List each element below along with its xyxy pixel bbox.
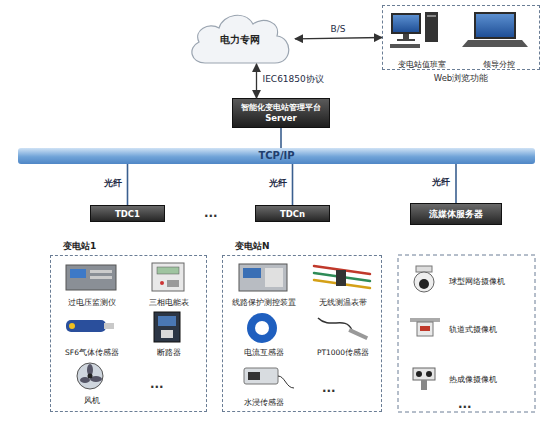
node-text: TDCn xyxy=(280,209,305,219)
edge-label: 光纤 xyxy=(104,178,122,189)
device-icon xyxy=(66,265,116,290)
connector xyxy=(295,38,382,39)
protection-icon xyxy=(239,264,287,291)
rack-device: 流媒体服务器 xyxy=(410,203,502,225)
field-device: PT1000传感器 xyxy=(305,311,381,357)
node-text: 水浸传感器 xyxy=(220,398,308,407)
laptop-icon xyxy=(462,12,528,47)
rack-device: TDC1 xyxy=(90,205,165,222)
node-text: PT1000传感器 xyxy=(299,348,387,357)
strap-icon xyxy=(314,266,370,288)
connector xyxy=(455,164,457,203)
node-text: Web浏览功能 xyxy=(383,73,539,84)
field-device: 三相电能表 xyxy=(133,263,205,307)
dome-camera-icon xyxy=(414,266,434,292)
node-text: 电力专网 xyxy=(185,34,295,46)
ct-icon xyxy=(247,313,277,343)
thermal-camera-icon xyxy=(413,368,435,390)
node-text: 断路器 xyxy=(127,348,211,357)
edge-label: IEC61850协议 xyxy=(263,74,324,85)
edge-label: 光纤 xyxy=(269,178,287,189)
desktop-icon xyxy=(390,12,438,48)
field-device: 断路器 xyxy=(133,311,205,357)
node-text: 风机 xyxy=(50,396,134,405)
connector xyxy=(127,164,129,205)
rack-device: TDCn xyxy=(255,205,330,222)
server-box: 智能化变电站管理平台Server xyxy=(232,98,330,128)
camera-device: 球型网络摄像机 xyxy=(405,262,533,302)
dashed-group xyxy=(398,255,535,412)
camera-device: 轨道式摄像机 xyxy=(405,312,533,348)
gas-sensor-icon xyxy=(66,320,114,332)
terminal-device: 领导分控 xyxy=(461,9,537,69)
connector xyxy=(292,164,294,205)
camera-device: 热成像摄像机 xyxy=(405,360,533,400)
node-text: 三相电能表 xyxy=(127,298,211,307)
terminal-device: 变电站值班室 xyxy=(386,9,458,69)
edge-label: 光纤 xyxy=(432,177,450,188)
connector xyxy=(256,64,257,98)
node-text: TCP/IP xyxy=(258,150,294,162)
ellipsis-label: ... xyxy=(150,378,164,390)
edge-label: B/S xyxy=(331,24,346,35)
node-text: 热成像摄像机 xyxy=(449,375,533,385)
track-camera-icon xyxy=(410,318,440,336)
dashed-group: 变电站1过电压监测仪三相电能表SF6气体传感器断路器风机 xyxy=(50,255,207,412)
node-text: 智能化变电站管理平台 xyxy=(241,102,321,113)
network-bus: TCP/IP xyxy=(18,148,535,164)
probe-icon xyxy=(318,318,368,340)
node-text: 变电站1 xyxy=(63,241,96,252)
connector xyxy=(280,128,282,148)
fan-icon xyxy=(77,363,103,389)
breaker-icon xyxy=(154,312,180,342)
field-device: 无线测温表带 xyxy=(305,263,381,307)
ellipsis-label: ... xyxy=(322,382,336,394)
node-text: 变电站N xyxy=(235,241,270,252)
ellipsis-label: ... xyxy=(458,398,472,410)
node-text: Server xyxy=(265,113,297,124)
field-device: 风机 xyxy=(56,363,128,405)
node-text: 电流互感器 xyxy=(220,348,308,357)
node-text: TDC1 xyxy=(115,209,140,219)
dashed-group: 变电站N线路保护测控装置无线测温表带电流互感器PT1000传感器水浸传感器 xyxy=(222,255,382,412)
dashed-group: Web浏览功能变电站值班室领导分控 xyxy=(382,5,540,70)
node-text: 无线测温表带 xyxy=(299,298,387,307)
meter-icon xyxy=(152,263,184,291)
node-text: 流媒体服务器 xyxy=(429,209,483,219)
water-sensor-icon xyxy=(244,368,294,388)
ellipsis-label: ... xyxy=(204,207,218,219)
node-text: 线路保护测控装置 xyxy=(220,298,308,307)
node-text: 球型网络摄像机 xyxy=(449,277,533,287)
node-text: SF6气体传感器 xyxy=(50,348,134,357)
node-text: 过电压监测仪 xyxy=(50,298,134,307)
node-text: 变电站值班室 xyxy=(380,60,464,69)
network-cloud: 电力专网 xyxy=(185,8,295,64)
field-device: 线路保护测控装置 xyxy=(226,263,302,307)
node-text: 领导分控 xyxy=(455,60,543,69)
node-text: 轨道式摄像机 xyxy=(449,325,533,335)
field-device: 过电压监测仪 xyxy=(56,263,128,307)
field-device: 水浸传感器 xyxy=(226,363,302,407)
field-device: 电流互感器 xyxy=(226,311,302,357)
field-device: SF6气体传感器 xyxy=(56,311,128,357)
